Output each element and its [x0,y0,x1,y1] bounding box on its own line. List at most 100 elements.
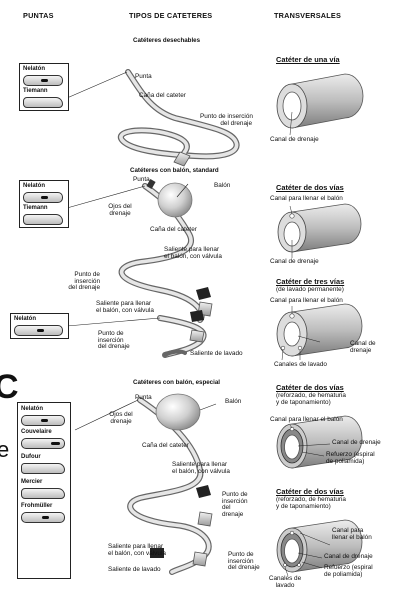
cross3-drain-label: Canal de drenaje [350,341,376,354]
tip-label-nelaton-4: Nelatón [21,406,43,412]
panel1-insert-line2: del drenaje [200,121,252,128]
cross4b-title: Catéter de dos vías [276,488,344,496]
tip-label-couvelaire: Couvelaire [21,429,52,435]
panel3-wash-label: Saliente de lavado [190,351,243,358]
three-way-catheter-drawing [160,310,204,355]
panel4-valve-label: Saliente para llenar el balón, con válvu… [172,462,230,475]
cross3-balloon-label: Canal para llenar el balón [270,298,343,305]
panel3-insert-line3: del drenaje [98,344,130,351]
cross4b-reinforce-label: Refuerzo (espiral de poliamida) [324,565,373,578]
panel2-shaft-label: Caña del cateter [150,227,197,234]
tip-eye [42,516,49,519]
tip-label-tiemann-2: Tiemann [23,205,48,211]
cross2-drain-label: Canal de drenaje [270,259,319,266]
panel2-valve-label: Saliente para llenar el balón, con válvu… [164,247,222,260]
tip-frohmuller [21,512,65,523]
panel4-shaft-label: Caña del cateter [142,443,189,450]
panel4-insert-label: Punto de inserción del drenaje [222,492,248,519]
cross3-title: Catéter de tres vías [276,278,344,286]
panel4-valve2-label: Saliente para llenar el balón, con válvu… [108,544,166,557]
tip-eye [37,329,44,332]
cross-section-two-way [278,204,361,252]
cross4b-reinforce-line2: de poliamida) [324,572,373,579]
tip-dufour [21,463,65,474]
header-cross-sections: TRANSVERSALES [274,12,341,20]
panel4-balloon-label: Balón [225,399,241,406]
panel1-insert-label: Punto de inserción del drenaje [200,114,252,127]
tip-tiemann-1 [23,97,63,108]
panel2-eyes-line2: drenaje [100,211,140,218]
panel3-valve-line2: el balón, con válvula [96,308,154,315]
panel2-tip-label: Punta [133,177,150,184]
cross1-title: Catéter de una vía [276,56,340,64]
cross4b-wash-label: Canales de lavado [268,576,302,589]
panel4-tip-label: Punta [135,395,152,402]
cross4a-title: Catéter de dos vías [276,384,344,392]
tip-nelaton-1 [23,75,63,86]
cross4b-balloon-line2: llenar el balón [332,535,372,542]
cross4a-drain-label: Canal de drenaje [332,440,381,447]
tip-nelaton-2 [23,192,63,203]
cross3-drain-line2: drenaje [350,348,376,355]
cross4a-balloon-label: Canal para llenar el balón [270,417,343,424]
cross4b-balloon-label: Canal para llenar el balón [332,528,372,541]
tip-nelaton-4 [21,415,65,426]
panel4-eyes-label: Ojos del drenaje [103,412,139,425]
tip-eye [41,419,48,422]
panel4-insert2-label: Punto de inserción del drenaje [228,552,260,572]
panel4-valve-line2: el balón, con válvula [172,469,230,476]
cross4a-sub-line2: y de taponamiento) [276,400,346,407]
tip-eye [41,196,48,199]
cross4a-reinforce-label: Refuerzo (espiral de poliamida) [326,452,375,465]
cross3-subtitle: (de lavado permanente) [276,287,344,294]
tip-eye [41,79,48,82]
panel2-insert-line3: del drenaje [60,285,100,292]
cross4a-reinforce-line2: de poliamida) [326,459,375,466]
cross4a-subtitle: (reforzado, de hematuria y de taponamien… [276,393,346,406]
panel1-tip-label: Punta [135,74,152,81]
panel1-title: Catéteres desechables [133,38,200,45]
tip-eye [51,442,60,445]
cross4b-sub-line2: y de taponamiento) [276,504,346,511]
cross-section-one-way [277,74,363,128]
panel2-valve-line2: el balón, con válvula [164,254,222,261]
cross4b-wash-line2: lavado [268,583,302,589]
tip-label-nelaton-3: Nelatón [14,316,36,322]
tip-label-mercier: Mercier [21,479,42,485]
header-catheter-types: TIPOS DE CATETERES [129,12,212,20]
edge-fragment-letter-c: C [0,370,19,406]
panel3-valve-label: Saliente para llenar el balón, con válvu… [96,301,154,314]
panel3-tips-box: Nelatón [10,313,69,339]
panel4-title: Catéteres con balón, especial [133,380,220,387]
cross2-title: Catéter de dos vías [276,184,344,192]
tip-label-tiemann-1: Tiemann [23,88,48,94]
panel2-balloon-label: Balón [214,183,230,190]
panel4-wash-label: Saliente de lavado [108,567,161,574]
tip-couvelaire [21,438,65,449]
panel4-tips-box: Nelatón Couvelaire Dufour Mercier Frohmü… [17,402,71,579]
panel2-eyes-label: Ojos del drenaje [100,204,140,217]
panel4-insert-line4: drenaje [222,512,248,519]
tip-mercier [21,488,65,499]
panel4-insert2-line3: del drenaje [228,565,260,572]
cross3-wash-label: Canales de lavado [274,362,327,369]
panel2-title: Catéteres con balón, standard [130,168,219,175]
tip-label-nelaton-2: Nelatón [23,183,45,189]
tip-label-nelaton-1: Nelatón [23,66,45,72]
panel2-tips-box: Nelatón Tiemann [19,180,69,228]
cross2-balloon-label: Canal para llenar el balón [270,196,343,203]
panel2-insert-label: Punto de inserción del drenaje [60,272,100,292]
panel4-eyes-line2: drenaje [103,419,139,426]
tip-nelaton-3 [14,325,63,336]
edge-fragment-letter-e: e [0,438,9,461]
header-tips: PUNTAS [23,12,54,20]
panel4-valve2-line2: el balón, con válvula [108,551,166,558]
panel1-shaft-label: Caña del cateter [139,93,186,100]
tip-label-frohmuller: Frohmüller [21,503,52,509]
cross4b-drain-label: Canal de drenaje [324,554,373,561]
panel3-insert-label: Punto de inserción del drenaje [98,331,130,351]
panel1-tips-box: Nelatón Tiemann [19,63,69,111]
tip-label-dufour: Dufour [21,454,41,460]
cross1-drain-label: Canal de drenaje [270,137,319,144]
